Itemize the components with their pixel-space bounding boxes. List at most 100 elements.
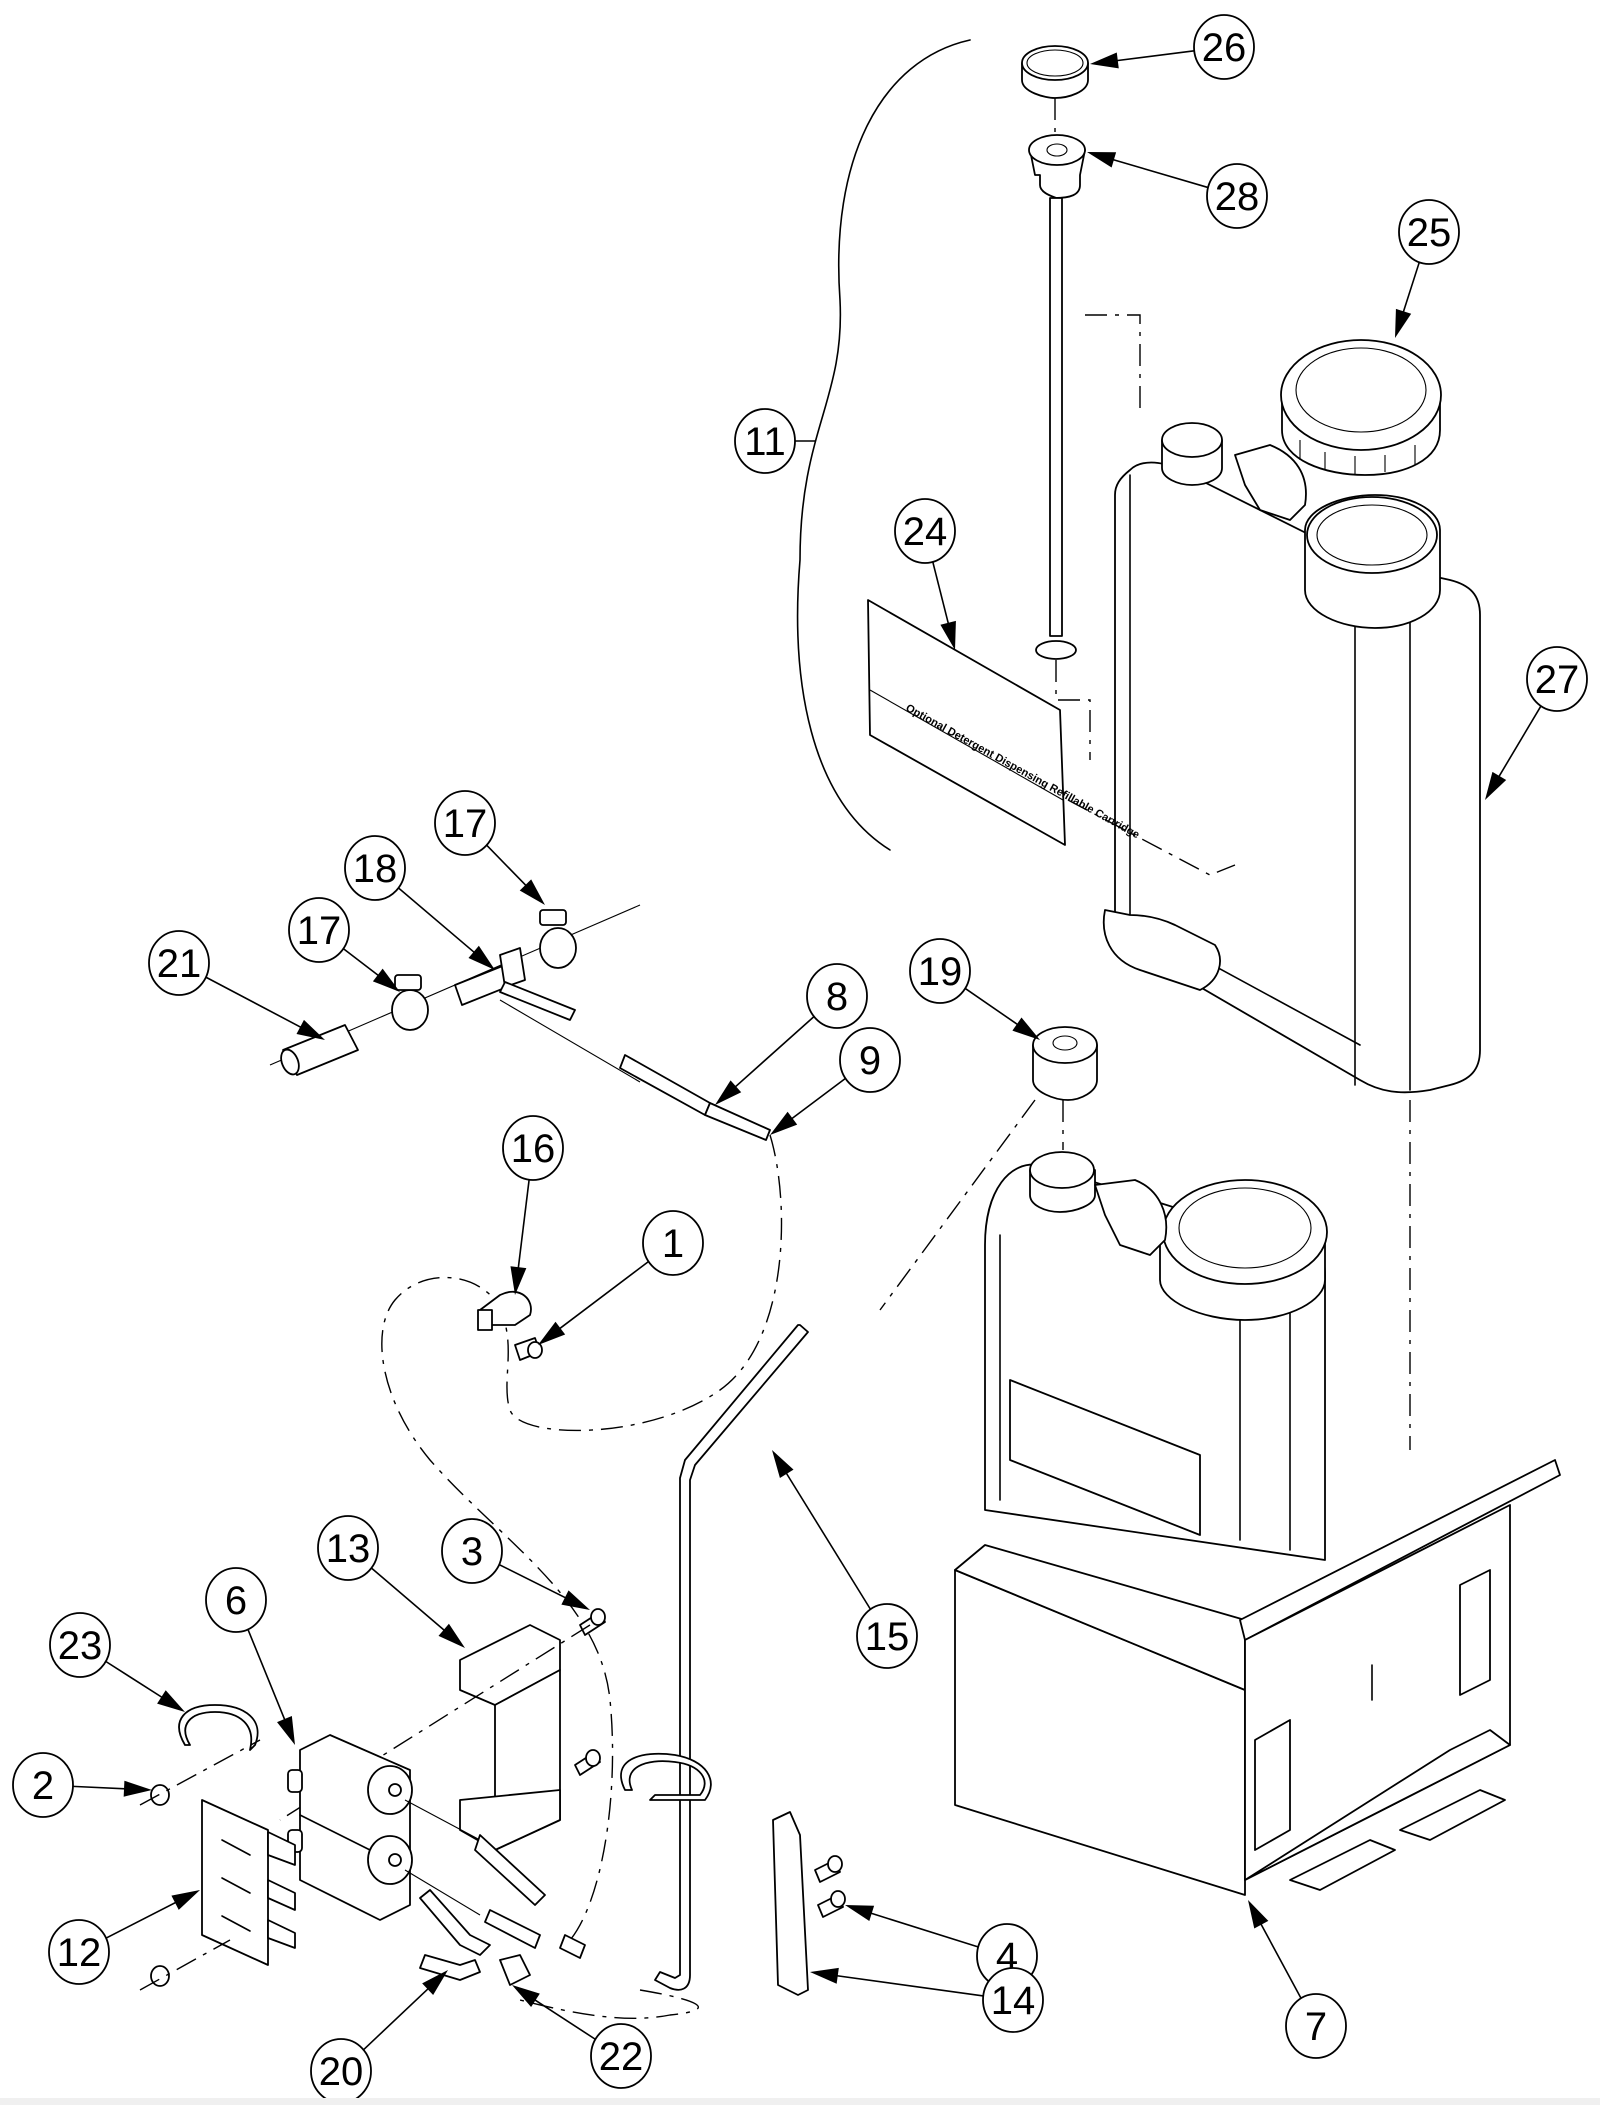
callout-circle: [894, 498, 956, 564]
arrowhead-tank-holder-tray: [1248, 1900, 1269, 1929]
arrowhead-refill-tank: [1485, 771, 1507, 800]
callout-tube-end: 9: [839, 1027, 901, 1093]
assembly-boundary-curve: [796, 39, 971, 851]
callout-hose-clamp-upper: 17: [434, 790, 496, 856]
callout-number: 9: [859, 1039, 881, 1083]
callout-circle: [909, 938, 971, 1004]
callout-circle: [434, 790, 496, 856]
callout-tank-holder-tray: 7: [1285, 1993, 1347, 2059]
callout-cap: 26: [1193, 14, 1255, 80]
decal-label-part: Optional Detergent Dispensing Refillable…: [867, 599, 1141, 846]
leader-line-dual-pump: [246, 1627, 289, 1727]
callout-y-connector: 22: [590, 2023, 652, 2089]
arrowhead-nut: [123, 1780, 152, 1797]
arrowhead-screw: [538, 1321, 566, 1345]
callout-hose-sleeve: 21: [148, 930, 210, 996]
callout-circle: [982, 1967, 1044, 2033]
cable-tie-rod-part: [620, 1752, 712, 1801]
callout-number: 21: [157, 942, 202, 986]
callout-number: 26: [1202, 26, 1247, 70]
callout-number: 19: [918, 950, 963, 994]
arrowhead-y-connector: [512, 1985, 540, 2007]
leader-line-decal-label: [931, 559, 951, 631]
leader-line-hose-elbow: [362, 1983, 435, 2051]
p-clamp-part: [477, 1290, 532, 1331]
leader-line-tank-cap-fitting: [964, 987, 1024, 1030]
rod-part: [654, 1324, 809, 1991]
bolt-part: [574, 1608, 606, 1776]
callout-circle: [48, 1919, 110, 1985]
decal-guide-line: [1067, 799, 1236, 876]
arrowhead-dual-pump: [277, 1716, 295, 1745]
hose-clamp-lower-part: [391, 974, 429, 1031]
callout-nut: 2: [12, 1752, 74, 1818]
leader-line-hose-sleeve: [205, 976, 308, 1032]
callout-p-clamp: 16: [502, 1115, 564, 1181]
callout-circle: [590, 2023, 652, 2089]
callout-number: 25: [1407, 211, 1452, 255]
callout-number: 3: [461, 1530, 483, 1574]
leader-line-tube: [729, 1015, 816, 1093]
callout-number: 11: [744, 420, 786, 464]
leader-line-dip-tube-fitting: [1105, 156, 1209, 189]
callout-circle: [1526, 646, 1588, 712]
callout-number: 16: [511, 1127, 556, 1171]
callout-hose-clamp-lower: 17: [288, 897, 350, 963]
leader-line-p-clamp: [516, 1177, 531, 1276]
leader-line-pump-bracket: [370, 1566, 451, 1636]
callout-tube: 8: [806, 963, 868, 1029]
callout-circle: [288, 897, 350, 963]
callout-number: 18: [353, 847, 398, 891]
leader-line-nut: [72, 1785, 133, 1790]
pump-hoses: [404, 1799, 586, 1986]
leader-line-bolts: [863, 1910, 979, 1948]
leader-line-y-connector: [528, 1995, 597, 2041]
tank-holder-tray-part: [954, 1459, 1561, 1896]
leader-line-mounting-plate: [105, 1898, 183, 1940]
callout-circle: [12, 1752, 74, 1818]
arrowhead-hose-clamp-lower: [372, 968, 400, 992]
tank-cap-fitting-part: [1032, 1026, 1098, 1101]
arrowhead-decal-label: [940, 620, 956, 650]
callout-number: 14: [991, 1979, 1036, 2023]
arrowhead-hose-clamp-upper: [519, 879, 545, 905]
callout-refill-tank: 27: [1526, 646, 1588, 712]
arrowhead-hose-sleeve: [296, 1019, 325, 1040]
hose-line-lower: [499, 999, 641, 1083]
arrowhead-tank-cap-fitting: [1012, 1017, 1040, 1040]
arrowhead-strap-bracket: [810, 1967, 839, 1984]
callout-circle: [1206, 163, 1268, 229]
screw-part: [514, 1337, 543, 1361]
callout-circle: [856, 1603, 918, 1669]
callout-pump-bracket: 13: [317, 1515, 379, 1581]
tube-part: [619, 1054, 771, 1141]
callout-number: 28: [1215, 175, 1260, 219]
callout-rod: 15: [856, 1603, 918, 1669]
callout-decal-label: 24: [894, 498, 956, 564]
arrowhead-pump-bracket: [438, 1623, 465, 1648]
leader-line-tube-end: [785, 1077, 847, 1124]
dip-tube-fitting-part: [1028, 134, 1086, 660]
leader-line-rod: [781, 1466, 872, 1611]
leader-line-bolt: [498, 1563, 573, 1602]
cable-tie-part: [178, 1704, 259, 1751]
leader-line-strap-bracket: [829, 1973, 984, 1997]
arrowhead-cap: [1090, 52, 1119, 69]
arrowhead-mounting-plate: [171, 1890, 200, 1910]
bolts-part: [814, 1855, 846, 1918]
tubing-route-1: [381, 1134, 783, 1951]
callout-number: 15: [865, 1615, 910, 1659]
callout-number: 2: [32, 1764, 54, 1808]
callout-dual-pump: 6: [205, 1567, 267, 1633]
callout-circle: [642, 1210, 704, 1276]
arrowhead-bolt: [561, 1590, 590, 1610]
callout-circle: [734, 408, 796, 474]
dip-tube-guide-line: [1085, 314, 1141, 410]
strap-bracket-part: [772, 1811, 809, 1996]
callout-circle: [344, 835, 406, 901]
callout-tee-fitting: 18: [344, 835, 406, 901]
leader-line-cable-tie: [104, 1660, 169, 1702]
dip-tube-guide-line-2: [1055, 660, 1091, 760]
